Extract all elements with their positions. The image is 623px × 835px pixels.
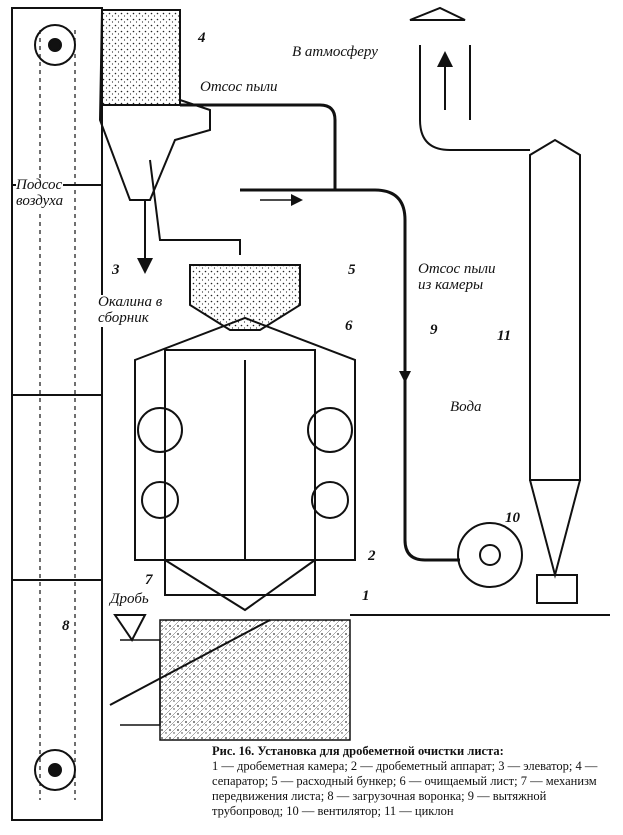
foundation (109, 614, 610, 741)
fan-and-cyclone (409, 6, 581, 604)
number-10: 10 (505, 510, 520, 526)
number-2: 2 (368, 548, 376, 564)
label-scale: Окалина в сборник (98, 294, 163, 327)
caption-text: 1 — дробеметная камера; 2 — дробеметный … (212, 759, 598, 818)
label-chamber-dust: Отсос пыли из камеры (418, 261, 496, 294)
number-9: 9 (430, 322, 438, 338)
number-6: 6 (345, 318, 353, 334)
label-air-intake: Подсос воздуха (16, 177, 64, 210)
number-5: 5 (348, 262, 356, 278)
number-7: 7 (145, 572, 153, 588)
dust-pipes (180, 103, 460, 562)
label-water: Вода (450, 399, 482, 415)
label-shot: Дробь (110, 591, 149, 607)
label-atmosphere: В атмосферу (292, 44, 378, 60)
shot-chamber (134, 264, 356, 612)
figure-caption: Рис. 16. Установка для дробеметной очист… (212, 744, 617, 819)
separator (98, 9, 241, 274)
caption-title: Рис. 16. Установка для дробеметной очист… (212, 744, 504, 758)
label-dust-suction: Отсос пыли (200, 79, 278, 95)
number-3: 3 (112, 262, 120, 278)
number-4: 4 (198, 30, 206, 46)
number-11: 11 (497, 328, 512, 344)
number-8: 8 (62, 618, 70, 634)
elevator (11, 7, 103, 821)
number-1: 1 (362, 588, 370, 604)
